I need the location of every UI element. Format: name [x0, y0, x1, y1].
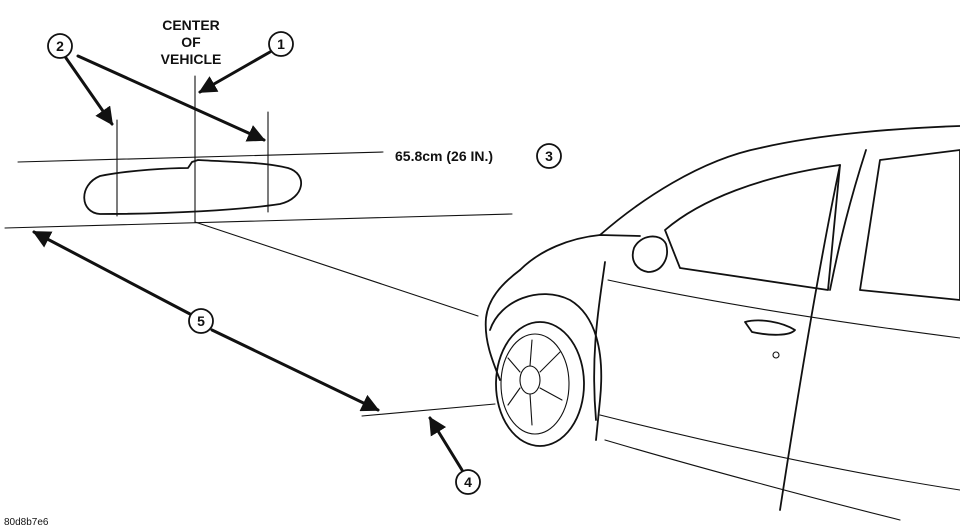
wheel-rim — [500, 333, 570, 435]
wheel-spokes — [507, 339, 563, 426]
svg-text:4: 4 — [464, 474, 472, 490]
center-of-vehicle-label: CENTER OF VEHICLE — [161, 17, 222, 67]
callout-1: 1 — [268, 31, 294, 57]
center-label-line3: VEHICLE — [161, 51, 222, 67]
callout-4-leader — [428, 416, 464, 472]
callout-4: 4 — [455, 469, 481, 495]
centerline-projection — [194, 221, 479, 317]
aiming-screen — [4, 75, 513, 317]
front-wheel — [495, 321, 585, 447]
center-label-line1: CENTER — [162, 17, 220, 33]
body-crease-lower — [599, 414, 960, 491]
callout-2-leader-left — [64, 56, 114, 126]
horizontal-reference-line — [17, 151, 384, 163]
callout-5-leader-lower — [210, 328, 380, 412]
svg-text:5: 5 — [197, 313, 205, 329]
callout-2-leader-right — [76, 54, 266, 142]
beam-pattern — [83, 159, 303, 215]
wheel-arch — [489, 293, 603, 441]
front-fender — [484, 269, 521, 381]
vehicle-roof — [599, 125, 960, 236]
wall-floor-line — [4, 213, 513, 229]
center-label-line2: OF — [181, 34, 201, 50]
side-mirror — [631, 235, 668, 273]
floor-mark-line — [361, 403, 496, 417]
door-rear-edge — [779, 164, 841, 511]
rear-window — [859, 149, 960, 301]
callout-1-leader — [198, 50, 272, 94]
door-lock — [772, 351, 780, 359]
b-pillar — [829, 149, 867, 291]
callout-3: 3 — [536, 143, 562, 169]
front-door-edge — [593, 261, 606, 421]
vehicle-hood — [519, 234, 641, 271]
svg-text:3: 3 — [545, 148, 553, 164]
svg-text:1: 1 — [277, 36, 285, 52]
rocker-line — [604, 439, 901, 521]
callout-5: 5 — [188, 308, 214, 334]
wheel-hub — [519, 365, 541, 395]
callout-2: 2 — [47, 33, 73, 59]
front-window — [664, 164, 841, 291]
door-handle — [744, 319, 796, 336]
vehicle-illustration — [484, 125, 960, 521]
svg-text:2: 2 — [56, 38, 64, 54]
measurement-label: 65.8cm (26 IN.) — [395, 148, 493, 164]
callout-5-leader-upper — [32, 230, 192, 316]
figure-id: 80d8b7e6 — [4, 517, 49, 528]
body-crease-upper — [607, 279, 960, 339]
